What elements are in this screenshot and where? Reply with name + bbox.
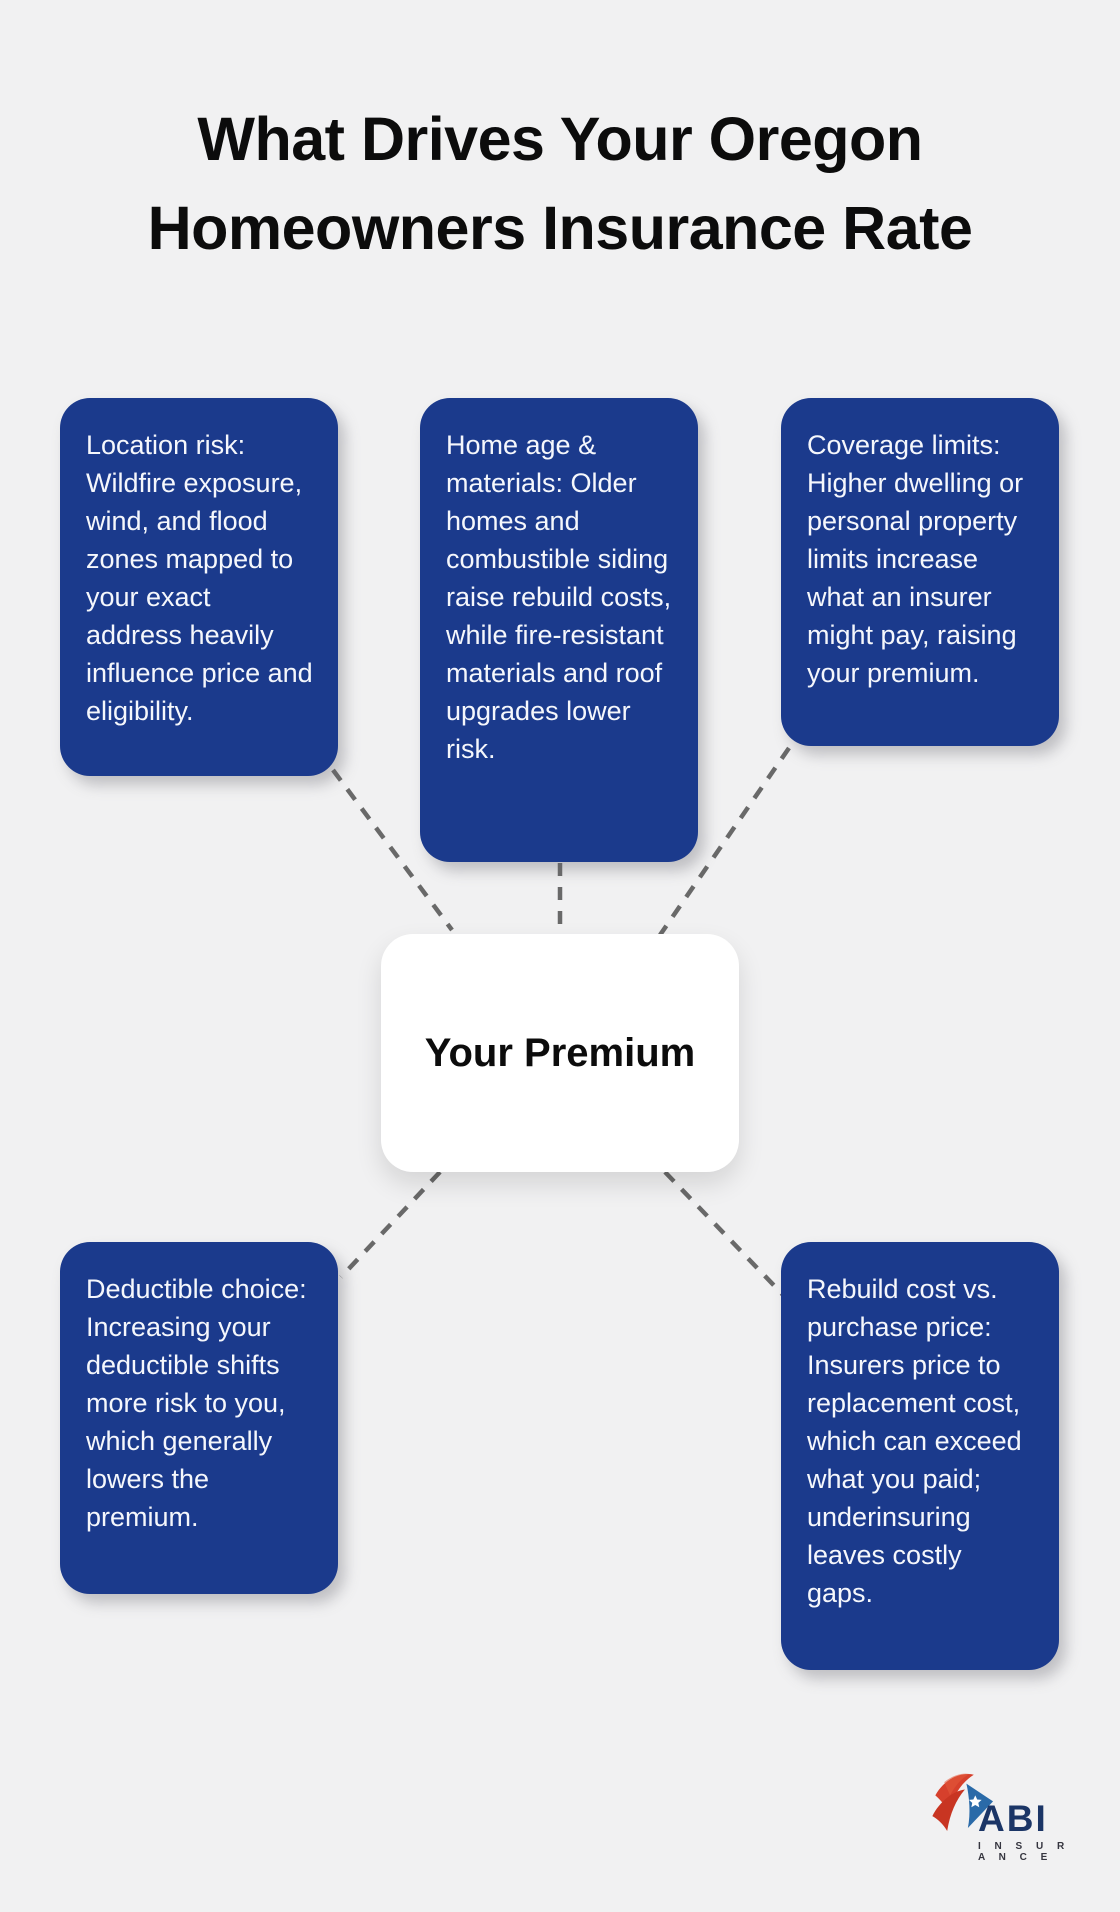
factor-text-coverage-limits: Coverage limits: Higher dwelling or pers… <box>807 430 1024 688</box>
connector-location-to-premium <box>331 768 454 932</box>
factor-card-rebuild-cost: Rebuild cost vs. purchase price: Insurer… <box>781 1242 1059 1670</box>
factor-card-deductible-choice: Deductible choice: Increasing your deduc… <box>60 1242 338 1594</box>
logo-tagline: I N S U R A N C E <box>978 1841 1070 1863</box>
premium-center-card: Your Premium <box>381 934 739 1172</box>
factor-card-location-risk: Location risk: Wildfire exposure, wind, … <box>60 398 338 776</box>
factor-card-home-age-materials: Home age & materials: Older homes and co… <box>420 398 698 862</box>
page-title-line1: What Drives Your Oregon <box>197 105 923 173</box>
abi-insurance-logo: ABI I N S U R A N C E <box>922 1766 1072 1866</box>
premium-label: Your Premium <box>424 1030 696 1075</box>
page-title-line2: Homeowners Insurance Rate <box>147 194 973 262</box>
flag-swoosh-star-icon <box>932 1773 994 1831</box>
factor-text-rebuild-cost: Rebuild cost vs. purchase price: Insurer… <box>807 1274 1022 1608</box>
factor-text-location-risk: Location risk: Wildfire exposure, wind, … <box>86 430 313 726</box>
factor-text-home-age-materials: Home age & materials: Older homes and co… <box>446 430 672 764</box>
connector-premium-to-deductible <box>339 1170 442 1279</box>
logo-text-block: ABI I N S U R A N C E <box>978 1798 1072 1864</box>
factor-card-coverage-limits: Coverage limits: Higher dwelling or pers… <box>781 398 1059 746</box>
page-title: What Drives Your Oregon Homeowners Insur… <box>0 95 1120 273</box>
connector-premium-to-rebuild <box>663 1170 788 1300</box>
logo-name: ABI <box>978 1798 1048 1839</box>
factor-text-deductible-choice: Deductible choice: Increasing your deduc… <box>86 1274 307 1532</box>
